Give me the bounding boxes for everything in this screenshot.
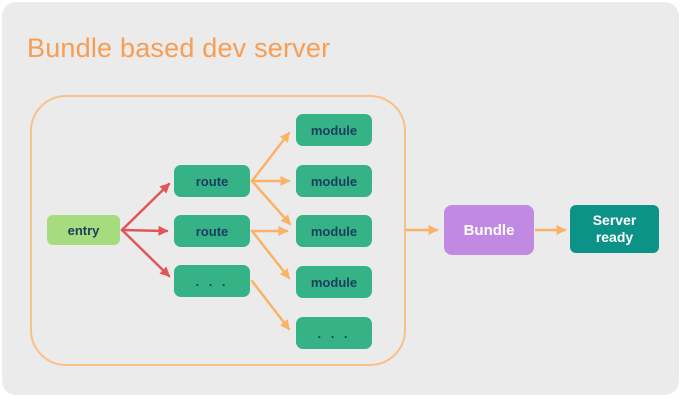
route-node-2-label: route xyxy=(195,223,229,239)
module-node-2-label: module xyxy=(310,173,358,189)
route-node-2: route xyxy=(174,215,250,247)
bundle-node-label: Bundle xyxy=(463,221,515,239)
module-node-2: module xyxy=(296,165,372,197)
module-node-3-label: module xyxy=(310,223,358,239)
route-node-1: route xyxy=(174,165,250,197)
entry-node-label: entry xyxy=(67,222,100,238)
module-node-4: module xyxy=(296,266,372,298)
module-node-3: module xyxy=(296,215,372,247)
page-title: Bundle based dev server xyxy=(27,33,331,63)
route-ellipsis-label: . . . xyxy=(195,273,229,289)
module-ellipsis-node: . . . xyxy=(296,317,372,349)
server-ready-node-label: Server ready xyxy=(592,212,637,245)
route-node-1-label: route xyxy=(195,173,229,189)
module-node-1-label: module xyxy=(310,122,358,138)
bundle-node: Bundle xyxy=(444,205,534,255)
module-node-4-label: module xyxy=(310,274,358,290)
server-ready-node: Server ready xyxy=(570,205,659,253)
route-ellipsis-node: . . . xyxy=(174,265,250,297)
entry-node: entry xyxy=(47,215,120,245)
module-node-1: module xyxy=(296,114,372,146)
module-ellipsis-label: . . . xyxy=(317,325,351,341)
